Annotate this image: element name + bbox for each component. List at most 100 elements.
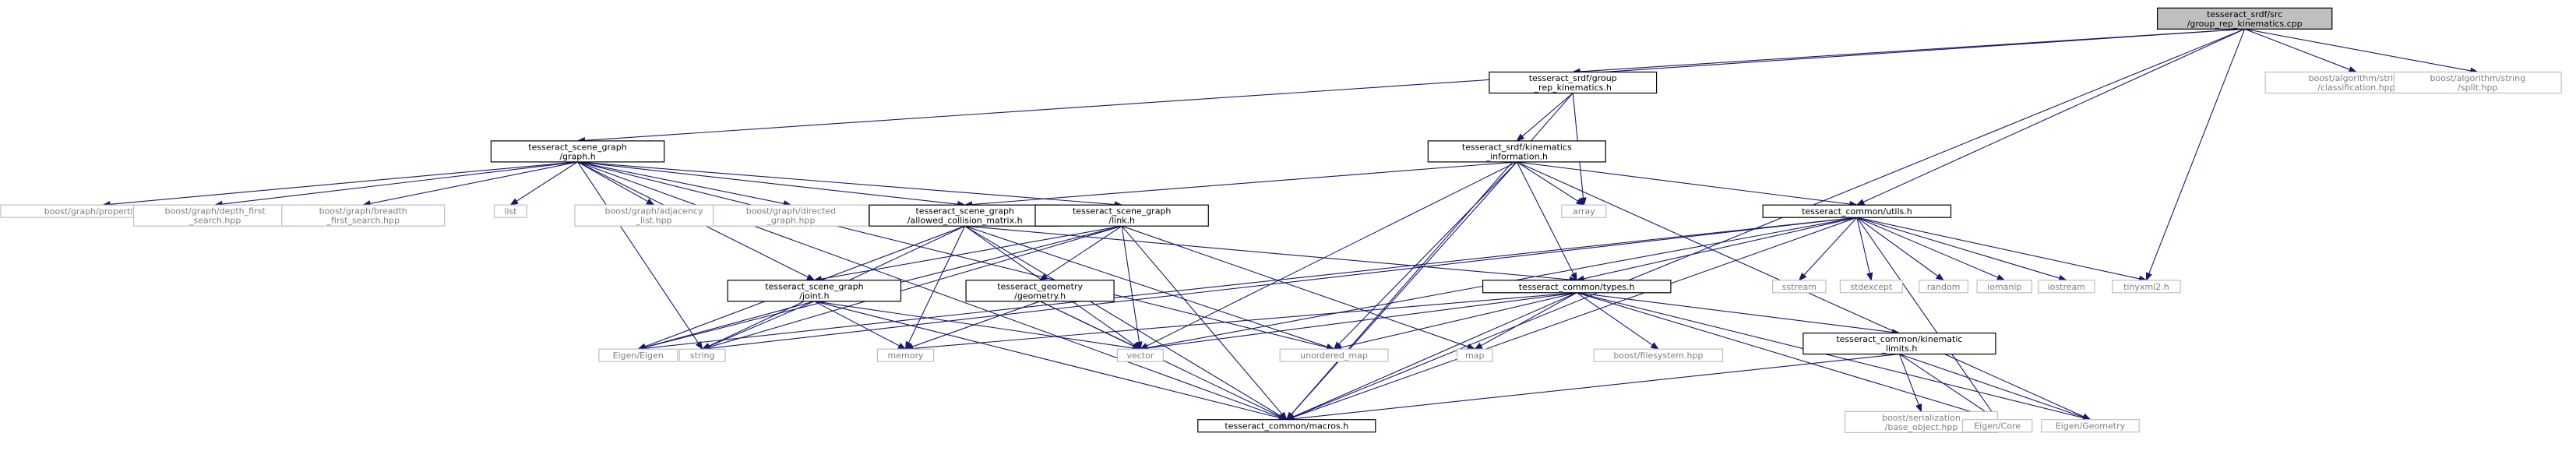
- node-eigen-geometry: Eigen/Geometry: [2041, 419, 2140, 433]
- edge-line: [1583, 217, 1858, 280]
- edge-line: [644, 301, 815, 348]
- node-kin-info[interactable]: tesseract_srdf/kinematics_information.h: [1427, 140, 1606, 163]
- node-kin-limits[interactable]: tesseract_common/kinematic_limits.h: [1802, 333, 1996, 355]
- node-box: [1489, 71, 1658, 94]
- edge-root-to-tinyxml2: [2145, 29, 2246, 282]
- edge-line: [1121, 226, 1140, 343]
- edge-root-to-classification: [2244, 28, 2358, 72]
- edge-line: [1899, 354, 2084, 418]
- node-acm[interactable]: tesseract_scene_graph/allowed_collision_…: [869, 204, 1061, 227]
- node-map: map: [1456, 348, 1493, 362]
- edge-types-h-to-kin-limits: [1577, 292, 1901, 336]
- node-box: [1593, 348, 1724, 362]
- node-box: [1279, 348, 1389, 362]
- node-label: Eigen/Eigen: [613, 351, 664, 361]
- edge-line: [708, 301, 815, 347]
- node-box: [493, 204, 527, 218]
- node-label: /group_rep_kinematics.cpp: [2187, 19, 2303, 29]
- edge-arrowhead: [1136, 341, 1143, 351]
- node-link-h[interactable]: tesseract_scene_graph/link.h: [1034, 204, 1209, 227]
- node-bfs: boost/graph/breadth_first_search.hpp: [281, 204, 446, 227]
- edge-arrowhead: [1866, 272, 1873, 282]
- node-tinyxml2: tinyxml2.h: [2112, 280, 2181, 294]
- node-box: [133, 204, 298, 227]
- edge-line: [1293, 217, 1858, 418]
- node-eigen-core: Eigen/Core: [1961, 419, 2033, 433]
- node-label: tesseract_scene_graph: [765, 281, 863, 291]
- node-utils-h[interactable]: tesseract_common/utils.h: [1762, 204, 1952, 218]
- node-label: boost/algorithm/string: [2309, 73, 2405, 83]
- node-label: tesseract_common/types.h: [1519, 282, 1635, 292]
- edge-arrowhead: [897, 343, 907, 350]
- node-label: /joint.h: [799, 291, 829, 301]
- edge-link-h-to-joint-h: [813, 225, 1122, 283]
- edge-line: [1293, 354, 1900, 420]
- node-graph-h[interactable]: tesseract_scene_graph/graph.h: [490, 140, 665, 163]
- node-geometry-h[interactable]: tesseract_geometry/geometry.h: [965, 280, 1115, 302]
- node-macros[interactable]: tesseract_common/macros.h: [1197, 419, 1376, 433]
- node-label: /split.hpp: [2458, 83, 2497, 93]
- edge-kin-info-to-array: [1517, 161, 1585, 206]
- node-label: boost/graph/depth_first: [165, 206, 266, 217]
- node-box: [2041, 419, 2140, 433]
- edge-utils-h-to-iostream: [1856, 217, 2068, 282]
- edge-line: [577, 161, 1281, 418]
- edge-line: [1577, 292, 1893, 333]
- dependency-edges: [101, 28, 2479, 422]
- node-label: tesseract_srdf/kinematics: [1462, 142, 1572, 152]
- node-box: [1762, 204, 1952, 218]
- node-root[interactable]: tesseract_srdf/src/group_rep_kinematics.…: [2157, 7, 2333, 30]
- edge-line: [1517, 161, 1579, 202]
- edge-types-h-to-map: [1474, 292, 1577, 350]
- node-box: [1482, 280, 1672, 294]
- edge-arrowhead: [1798, 272, 1807, 281]
- edge-link-h-to-vector: [1121, 226, 1143, 351]
- node-box: [1802, 333, 1996, 355]
- edge-graph-h-to-adjacency: [577, 161, 655, 206]
- node-label: boost/graph/properties.hpp: [44, 206, 162, 217]
- edge-kin-limits-to-macros: [1285, 354, 1900, 422]
- edge-arrowhead: [1855, 199, 1866, 206]
- edge-graph-h-to-bfs: [361, 161, 578, 207]
- node-label: boost/filesystem.hpp: [1613, 351, 1703, 361]
- edge-line: [1856, 217, 1870, 274]
- edge-graph-h-to-link-h: [577, 161, 1123, 208]
- node-stdexcept: stdexcept: [1839, 280, 1903, 294]
- edge-line: [1856, 217, 2060, 279]
- edge-line: [912, 292, 1577, 349]
- node-box: [1116, 348, 1164, 362]
- node-label: vector: [1126, 351, 1154, 361]
- node-label: _rep_kinematics.h: [1534, 83, 1612, 93]
- edge-line: [1899, 354, 1993, 417]
- node-box: [1456, 348, 1493, 362]
- edge-graph-h-to-list: [509, 161, 578, 206]
- node-box: [678, 348, 726, 362]
- node-box: [598, 348, 678, 362]
- edge-types-h-to-unordered-map: [1333, 292, 1577, 351]
- edge-line: [1480, 292, 1577, 347]
- node-label: Eigen/Core: [1974, 421, 2021, 432]
- node-label: tesseract_common/macros.h: [1225, 421, 1348, 432]
- edge-geometry-h-to-memory: [904, 301, 1041, 351]
- edge-arrowhead: [1038, 273, 1048, 281]
- node-box: [1839, 280, 1903, 294]
- edge-line: [645, 217, 1857, 349]
- edge-line: [964, 225, 1281, 417]
- node-joint-h[interactable]: tesseract_scene_graph/joint.h: [727, 280, 902, 302]
- edge-line: [221, 161, 578, 205]
- edge-line: [821, 225, 1122, 280]
- edge-grk-h-to-kin-info: [1516, 93, 1573, 142]
- node-label: random: [1927, 282, 1961, 292]
- node-grk-h[interactable]: tesseract_srdf/group_rep_kinematics.h: [1489, 71, 1658, 94]
- edge-graph-h-to-properties: [101, 161, 578, 208]
- node-label: Eigen/Geometry: [2056, 421, 2126, 432]
- edge-root-to-macros: [1285, 28, 2245, 421]
- edge-link-h-to-geometry-h: [1038, 225, 1122, 281]
- node-box: [1919, 280, 1968, 294]
- node-box: [876, 348, 935, 362]
- node-types-h[interactable]: tesseract_common/types.h: [1482, 280, 1672, 294]
- edge-line: [1122, 225, 1468, 347]
- node-label: _graph.hpp: [766, 216, 815, 226]
- edge-joint-h-to-string: [701, 301, 815, 350]
- node-label: array: [1573, 206, 1595, 217]
